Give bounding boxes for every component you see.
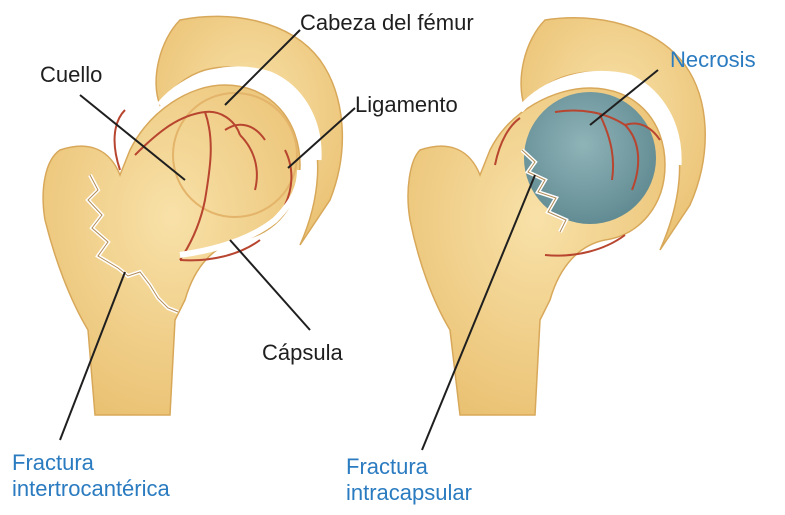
label-fractura-inter-line1: Fractura	[12, 450, 170, 476]
label-cuello: Cuello	[40, 62, 102, 88]
label-fractura-intra-line2: intracapsular	[346, 480, 472, 506]
label-cabeza-del-femur: Cabeza del fémur	[300, 10, 474, 36]
label-ligamento: Ligamento	[355, 92, 458, 118]
label-capsula: Cápsula	[262, 340, 343, 366]
label-fractura-inter-line2: intertrocantérica	[12, 476, 170, 502]
leader-capsula	[230, 240, 310, 330]
label-fractura-intracapsular: Fractura intracapsular	[346, 454, 472, 506]
right-femur	[408, 18, 705, 415]
label-fractura-intra-line1: Fractura	[346, 454, 472, 480]
label-fractura-intertrocanterica: Fractura intertrocantérica	[12, 450, 170, 502]
label-necrosis: Necrosis	[670, 47, 756, 73]
